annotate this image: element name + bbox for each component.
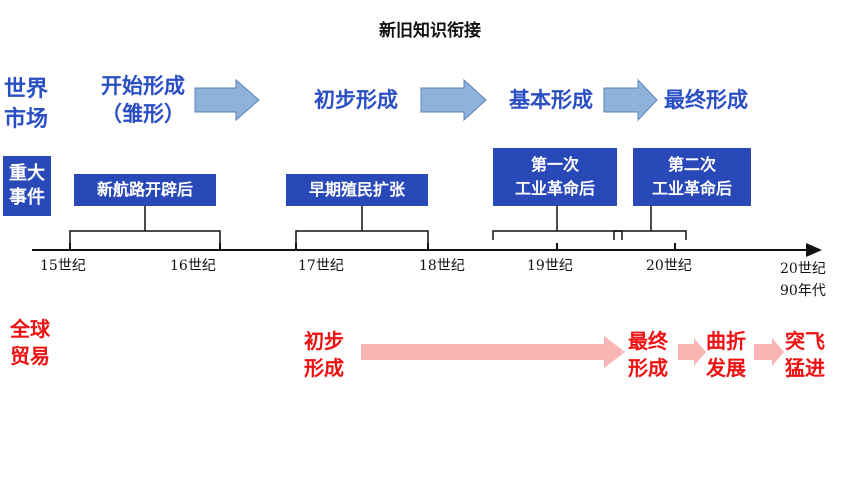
trade-stage-tortuous: 曲折 发展 [706, 329, 746, 380]
major-events-label: 重大 事件 [3, 156, 51, 216]
page-title: 新旧知识衔接 [379, 21, 481, 41]
bracket-3 [492, 230, 623, 240]
tick-label-16c: 16世纪 [170, 258, 216, 274]
event-early-colonial-expansion: 早期殖民扩张 [286, 174, 428, 206]
tick-label-20c: 20世纪 [646, 258, 692, 274]
trade-arrow-2 [678, 338, 706, 366]
tick-label-15c: 15世纪 [40, 258, 86, 274]
stage-final-forming: 最终形成 [664, 88, 748, 112]
tick-label-19c: 19世纪 [527, 258, 573, 274]
trade-arrow-3 [754, 338, 784, 366]
stage-start-forming: 开始形成 （雏形） [101, 74, 185, 126]
tick-label-1990s: 20世纪 90年代 [780, 261, 826, 299]
bracket-4 [613, 230, 687, 240]
world-market-label: 世界 市场 [4, 77, 49, 132]
tick-label-17c: 17世纪 [298, 258, 344, 274]
trade-stage-final: 最终 形成 [628, 329, 668, 380]
trade-stage-initial: 初步 形成 [304, 329, 344, 380]
stage-arrow-3 [603, 78, 658, 122]
trade-stage-rapid: 突飞 猛进 [785, 329, 825, 380]
event-first-industrial-revolution: 第一次 工业革命后 [493, 148, 617, 206]
tick-label-18c: 18世纪 [419, 258, 465, 274]
stage-arrow-1 [194, 78, 260, 122]
stage-basic-forming: 基本形成 [509, 88, 593, 112]
stage-arrow-2 [420, 78, 487, 122]
stage-initial-forming: 初步形成 [314, 88, 398, 112]
timeline-arrowhead [806, 243, 822, 257]
event-second-industrial-revolution: 第二次 工业革命后 [633, 148, 751, 206]
bracket-2 [295, 230, 429, 244]
global-trade-label: 全球 贸易 [10, 317, 50, 368]
bracket-1 [69, 230, 221, 244]
event-new-sea-route: 新航路开辟后 [74, 174, 216, 206]
trade-arrow-long [361, 336, 625, 368]
